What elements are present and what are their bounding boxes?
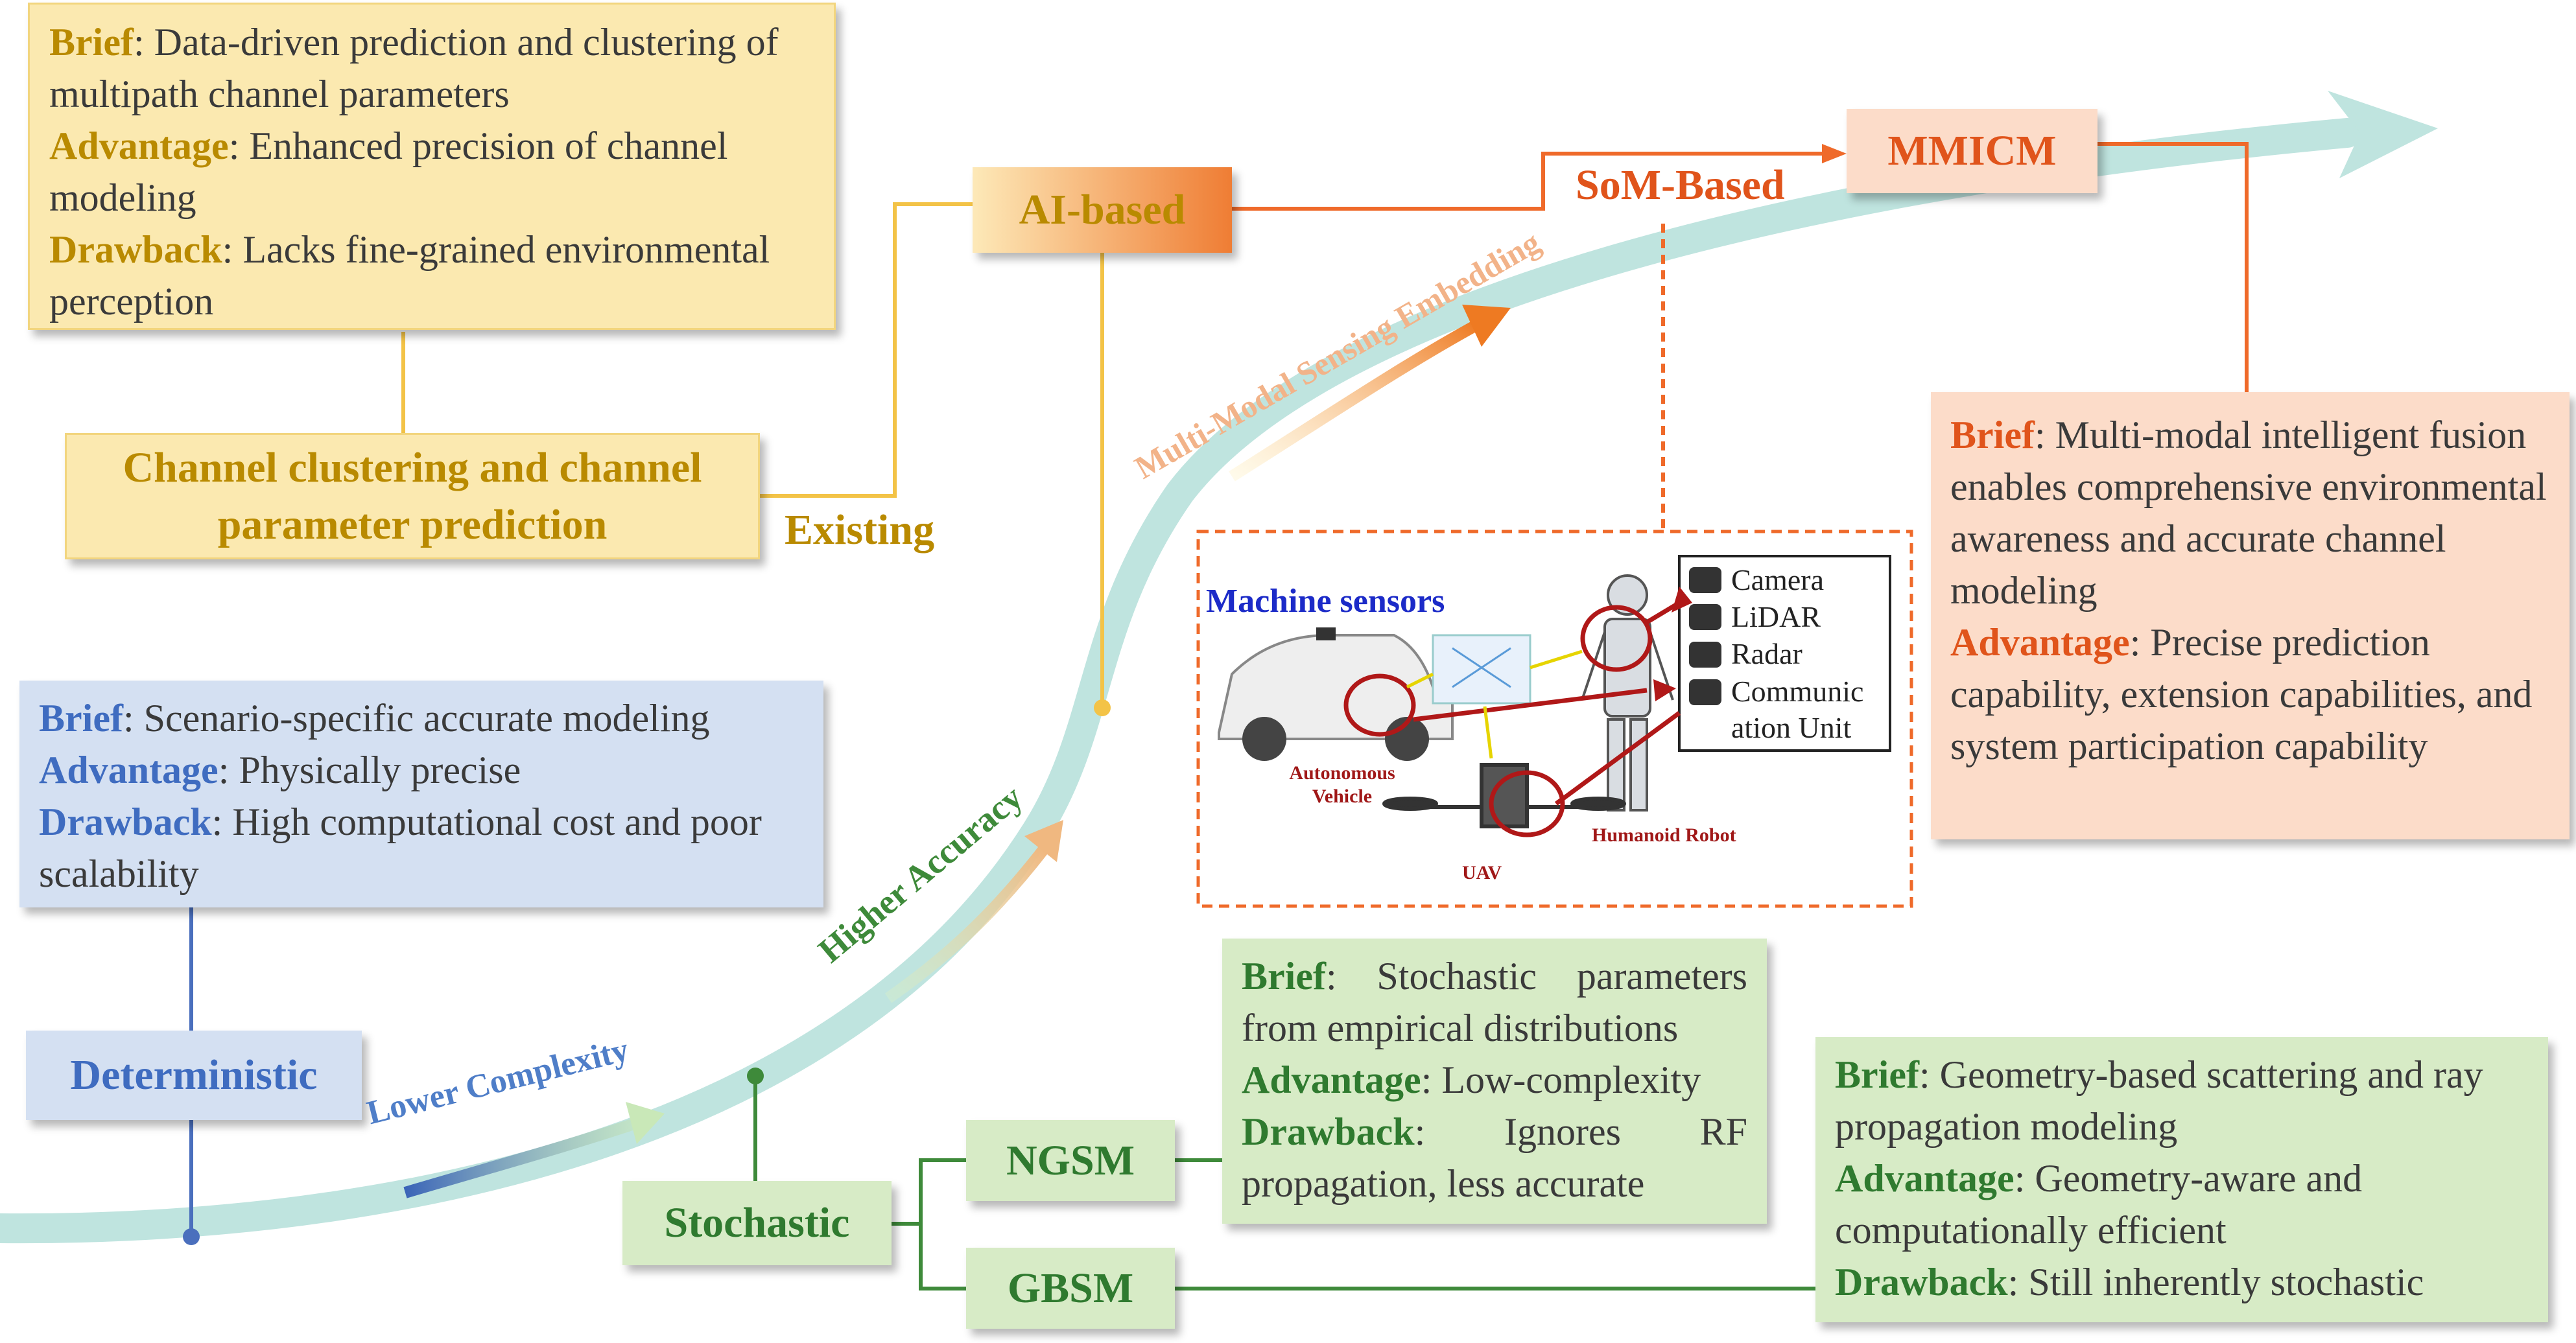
ngsm-drawback-key: Drawback: [1242, 1110, 1415, 1153]
ngsm-advantage-key: Advantage: [1242, 1058, 1421, 1101]
som-based-label: SoM-Based: [1576, 161, 1785, 209]
mmicm-advantage-key: Advantage: [1950, 621, 2130, 664]
ngsm-label-box: NGSM: [966, 1120, 1175, 1201]
radar-icon: [1689, 642, 1721, 668]
humanoid-robot-label: Humanoid Robot: [1592, 824, 1736, 846]
gbsm-drawback-key: Drawback: [1835, 1261, 2008, 1303]
neural-network-icon: [1432, 634, 1531, 705]
mmicm-advantage-text: : Precise prediction capability, extensi…: [1950, 621, 2533, 767]
ngsm-description-box: Brief: Stochastic parameters from empiri…: [1222, 939, 1767, 1224]
mmicm-connectors: [1232, 142, 2249, 531]
det-brief-key: Brief: [39, 697, 123, 740]
ai-advantage-key: Advantage: [49, 124, 229, 167]
deterministic-curve-dot: [183, 1228, 200, 1245]
mmicm-brief-key: Brief: [1950, 414, 2035, 456]
mmicm-brief-text: : Multi-modal intelligent fusion enables…: [1950, 414, 2547, 612]
lower-complexity-arrow: [403, 1115, 644, 1198]
curve-arrowhead: [2328, 91, 2438, 178]
deterministic-description-box: Brief: Scenario-specific accurate modeli…: [19, 681, 823, 907]
mmicm-label-box: MMICM: [1847, 109, 2097, 193]
det-brief-text: : Scenario-specific accurate modeling: [123, 697, 710, 740]
gbsm-advantage-text: : Geometry-aware and computationally eff…: [1835, 1157, 2363, 1252]
ai-brief-text: : Data-driven prediction and clustering …: [49, 21, 779, 115]
gbsm-advantage-key: Advantage: [1835, 1157, 2015, 1200]
stochastic-curve-dot: [747, 1068, 764, 1084]
stochastic-label-box: Stochastic: [622, 1181, 892, 1265]
higher-accuracy-arrow: [884, 845, 1049, 1003]
gbsm-brief-text: : Geometry-based scattering and ray prop…: [1835, 1053, 2483, 1148]
det-drawback-key: Drawback: [39, 800, 212, 843]
det-advantage-text: : Physically precise: [218, 749, 521, 791]
ai-advantage-text: : Enhanced precision of channel modeling: [49, 124, 728, 219]
autonomous-vehicle-illustration: [1218, 627, 1454, 761]
ai-brief-key: Brief: [49, 21, 134, 64]
sensor-lidar: LiDAR: [1731, 600, 1821, 633]
ngsm-brief-key: Brief: [1242, 955, 1326, 998]
ai-drawback-text: : Lacks fine-grained environmental perce…: [49, 228, 770, 323]
communication-unit-icon: [1689, 679, 1721, 705]
autonomous-vehicle-label: Autonomous Vehicle: [1289, 762, 1395, 807]
gbsm-label-box: GBSM: [966, 1248, 1175, 1329]
deterministic-label-box: Deterministic: [26, 1031, 362, 1120]
ngsm-advantage-text: : Low-complexity: [1421, 1058, 1701, 1101]
machine-sensors-title: Machine sensors: [1206, 583, 1445, 620]
mmicm-description-box: Brief: Multi-modal intelligent fusion en…: [1931, 392, 2570, 839]
ai-connectors: [401, 202, 1104, 708]
det-drawback-text: : High computational cost and poor scala…: [39, 800, 762, 895]
channel-clustering-label-box: Channel clustering and channel parameter…: [65, 433, 760, 559]
ai-curve-dot: [1094, 699, 1111, 716]
multimodal-arrow: [1229, 319, 1482, 482]
stochastic-connectors: [753, 1076, 1815, 1290]
ngsm-drawback-text: : Ignores RF propagation, less accurate: [1242, 1110, 1747, 1205]
camera-icon: [1689, 567, 1721, 593]
sensor-camera: Camera: [1731, 563, 1825, 596]
existing-label: Existing: [785, 506, 935, 554]
gbsm-drawback-text: : Still inherently stochastic: [2007, 1261, 2424, 1303]
gbsm-description-box: Brief: Geometry-based scattering and ray…: [1815, 1037, 2548, 1322]
det-advantage-key: Advantage: [39, 749, 219, 791]
sensor-radar: Radar: [1731, 637, 1802, 670]
uav-illustration: [1382, 763, 1626, 828]
lidar-icon: [1689, 604, 1721, 630]
ai-based-label-box: AI-based: [973, 167, 1232, 253]
ngsm-brief-text: : Stochastic parameters from empirical d…: [1242, 955, 1747, 1049]
gbsm-brief-key: Brief: [1835, 1053, 1919, 1096]
sensor-communication-1: Communic: [1731, 675, 1864, 708]
ai-drawback-key: Drawback: [49, 228, 222, 271]
ai-based-description-box: Brief: Data-driven prediction and cluste…: [28, 3, 836, 330]
uav-label: UAV: [1462, 862, 1502, 883]
sensor-communication-2: ation Unit: [1731, 711, 1852, 744]
machine-sensors-frame: [1196, 530, 1913, 908]
